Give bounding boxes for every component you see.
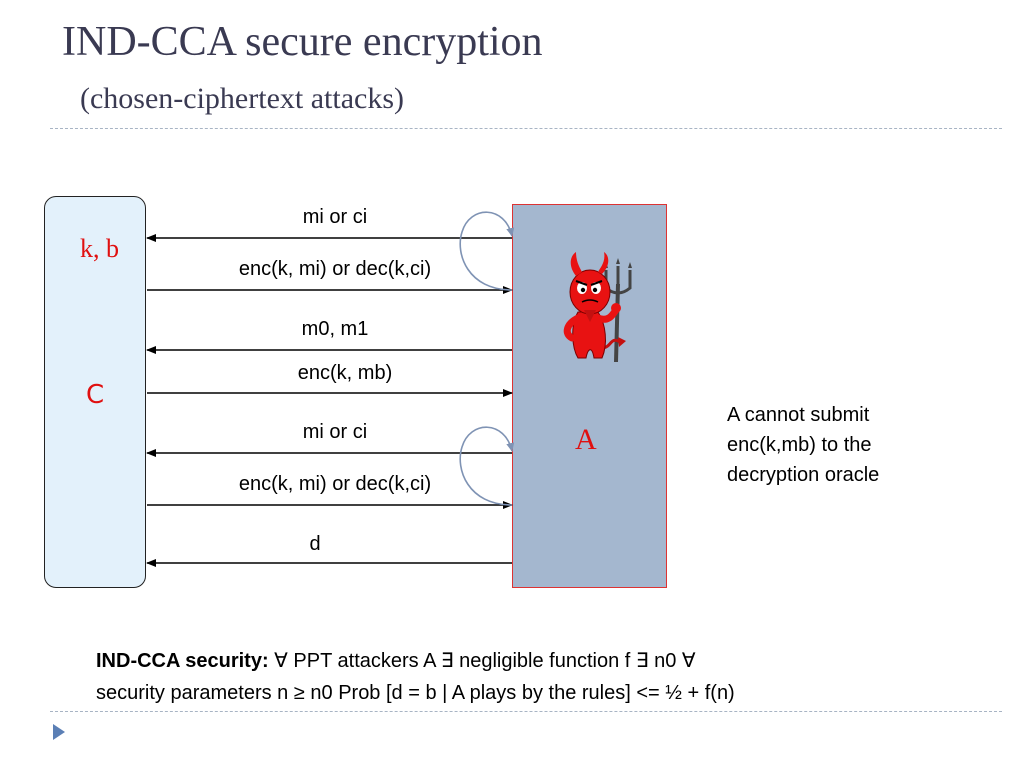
message-label-2: enc(k, mi) or dec(k,ci) xyxy=(238,258,432,280)
note-line-3: decryption oracle xyxy=(727,464,880,486)
security-definition-quantifiers: ∀ PPT attackers A ∃ negligible function … xyxy=(268,650,696,672)
message-label-1: mi or ci xyxy=(302,206,368,228)
message-label-4: enc(k, mb) xyxy=(297,362,393,384)
slide-title: IND-CCA secure encryption xyxy=(62,19,543,65)
top-divider xyxy=(50,128,1002,129)
slide-subtitle: (chosen-ciphertext attacks) xyxy=(80,82,405,115)
message-label-5: mi or ci xyxy=(302,421,368,443)
security-definition: IND-CCA security: ∀ PPT attackers A ∃ ne… xyxy=(96,645,956,709)
decryption-oracle-note: A cannot submit enc(k,mb) to the decrypt… xyxy=(727,400,957,490)
security-definition-line-1: IND-CCA security: ∀ PPT attackers A ∃ ne… xyxy=(96,645,956,677)
adversary-label: A xyxy=(575,423,597,456)
security-definition-heading: IND-CCA security: xyxy=(96,650,269,672)
adversary-box xyxy=(512,204,667,588)
challenger-key-label: k, b xyxy=(80,234,119,263)
note-line-2: enc(k,mb) to the xyxy=(727,434,872,456)
message-label-6: enc(k, mi) or dec(k,ci) xyxy=(238,473,432,495)
challenger-box xyxy=(44,196,146,588)
bottom-divider xyxy=(50,711,1002,712)
challenger-label: C xyxy=(86,380,105,410)
note-line-1: A cannot submit xyxy=(727,404,870,426)
triangle-bullet-icon xyxy=(53,724,65,740)
devil-with-pitchfork-icon xyxy=(563,252,632,363)
message-label-7: d xyxy=(309,533,321,555)
loop-arrow-2 xyxy=(459,426,515,506)
loop-arrow-1 xyxy=(459,211,515,291)
security-definition-line-2: security parameters n ≥ n0 Prob [d = b |… xyxy=(96,682,735,704)
message-label-3: m0, m1 xyxy=(301,318,369,340)
